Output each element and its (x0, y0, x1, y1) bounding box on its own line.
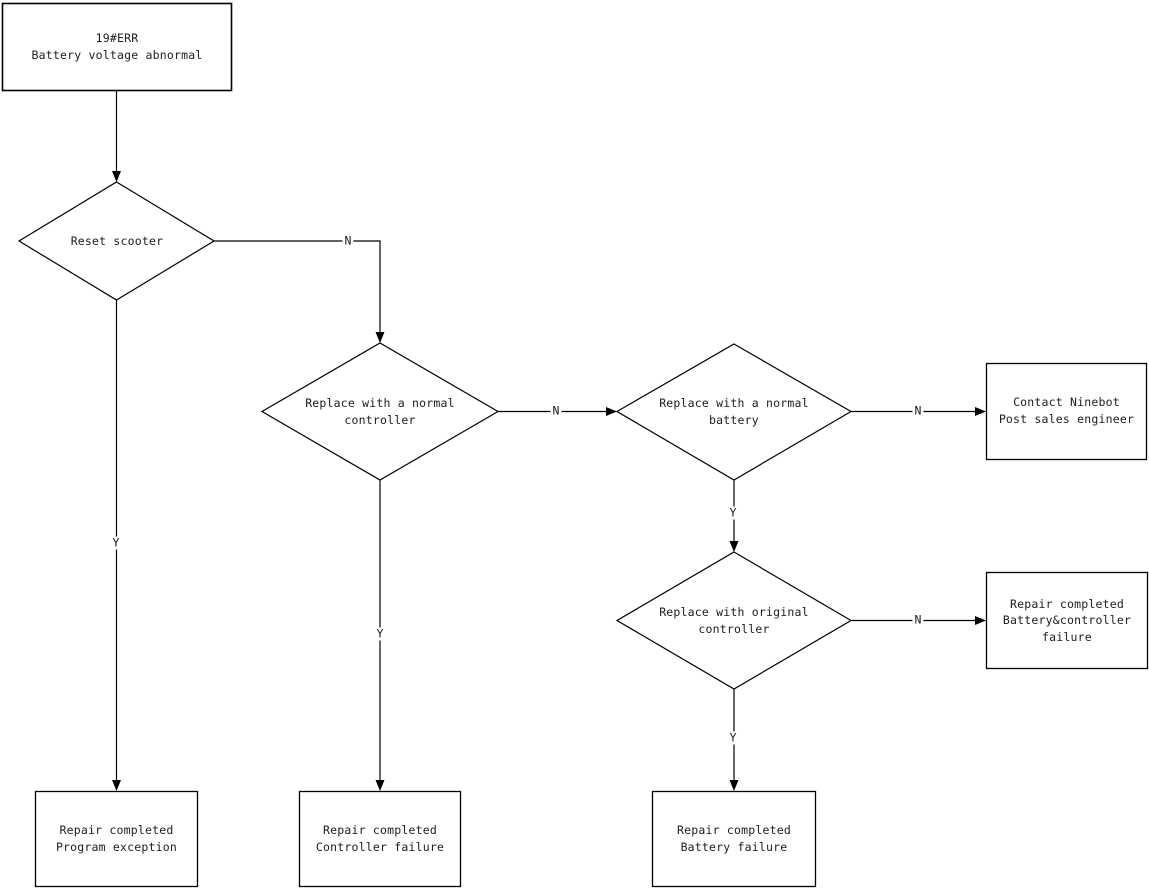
reset-scooter-diamond-shape (17, 181, 216, 301)
arrowhead-into-battery-failure-box (729, 780, 739, 791)
edge-label-controller-yes: Y (374, 626, 386, 641)
arrowhead-into-normal-controller-decision (375, 332, 385, 343)
connectors (112, 91, 986, 791)
arrowhead-into-normal-battery-decision (606, 407, 617, 416)
controller-failure-box-label: Repair completed Controller failure (315, 823, 445, 854)
start-box-shape (1, 2, 233, 92)
program-exception-box-label: Repair completed Program exception (55, 823, 178, 854)
edge-label-reset-yes: Y (110, 535, 122, 550)
edge-label-controller-no: N (550, 403, 562, 418)
replace-original-controller-decision-label: Replace with original controller (659, 604, 809, 636)
arrowhead-into-program-exception-box (112, 780, 121, 791)
edge-label-original-yes: Y (727, 730, 739, 745)
arrowhead-into-controller-failure-box (375, 780, 385, 791)
arrowhead-into-original-controller-decision (729, 541, 739, 552)
edge-reset-no-line (214, 240, 381, 341)
edge-label-battery-no: N (912, 403, 924, 418)
edge-label-original-no: N (912, 612, 924, 627)
replace-normal-controller-decision-label: Replace with a normal controller (305, 395, 455, 427)
battery-failure-box-label: Repair completed Battery failure (677, 823, 791, 854)
replace-normal-controller-diamond-shape (260, 342, 500, 481)
arrowhead-into-battery-controller-failure-box (975, 616, 986, 625)
reset-scooter-decision-label: Reset scooter (70, 233, 164, 248)
replace-original-controller-diamond-shape (615, 551, 853, 690)
arrowhead-into-contact-ninebot-box (975, 407, 986, 416)
arrowhead-into-reset-decision (112, 171, 121, 182)
battery-failure-box-shape (651, 790, 817, 888)
battery-controller-failure-box-shape (985, 571, 1149, 670)
edge-label-battery-yes: Y (727, 505, 739, 520)
replace-normal-battery-decision-label: Replace with a normal battery (659, 396, 809, 427)
start-node-label: 19#ERR Battery voltage abnormal (31, 31, 203, 62)
program-exception-box-shape (34, 790, 199, 888)
replace-normal-battery-diamond-shape (615, 343, 853, 481)
controller-failure-box-shape (298, 790, 462, 888)
contact-ninebot-box-shape (985, 362, 1148, 461)
edge-label-reset-no: N (342, 233, 354, 248)
battery-controller-failure-box-label: Repair completed Battery&controller fail… (1002, 596, 1132, 644)
contact-ninebot-box-label: Contact Ninebot Post sales engineer (998, 395, 1135, 426)
